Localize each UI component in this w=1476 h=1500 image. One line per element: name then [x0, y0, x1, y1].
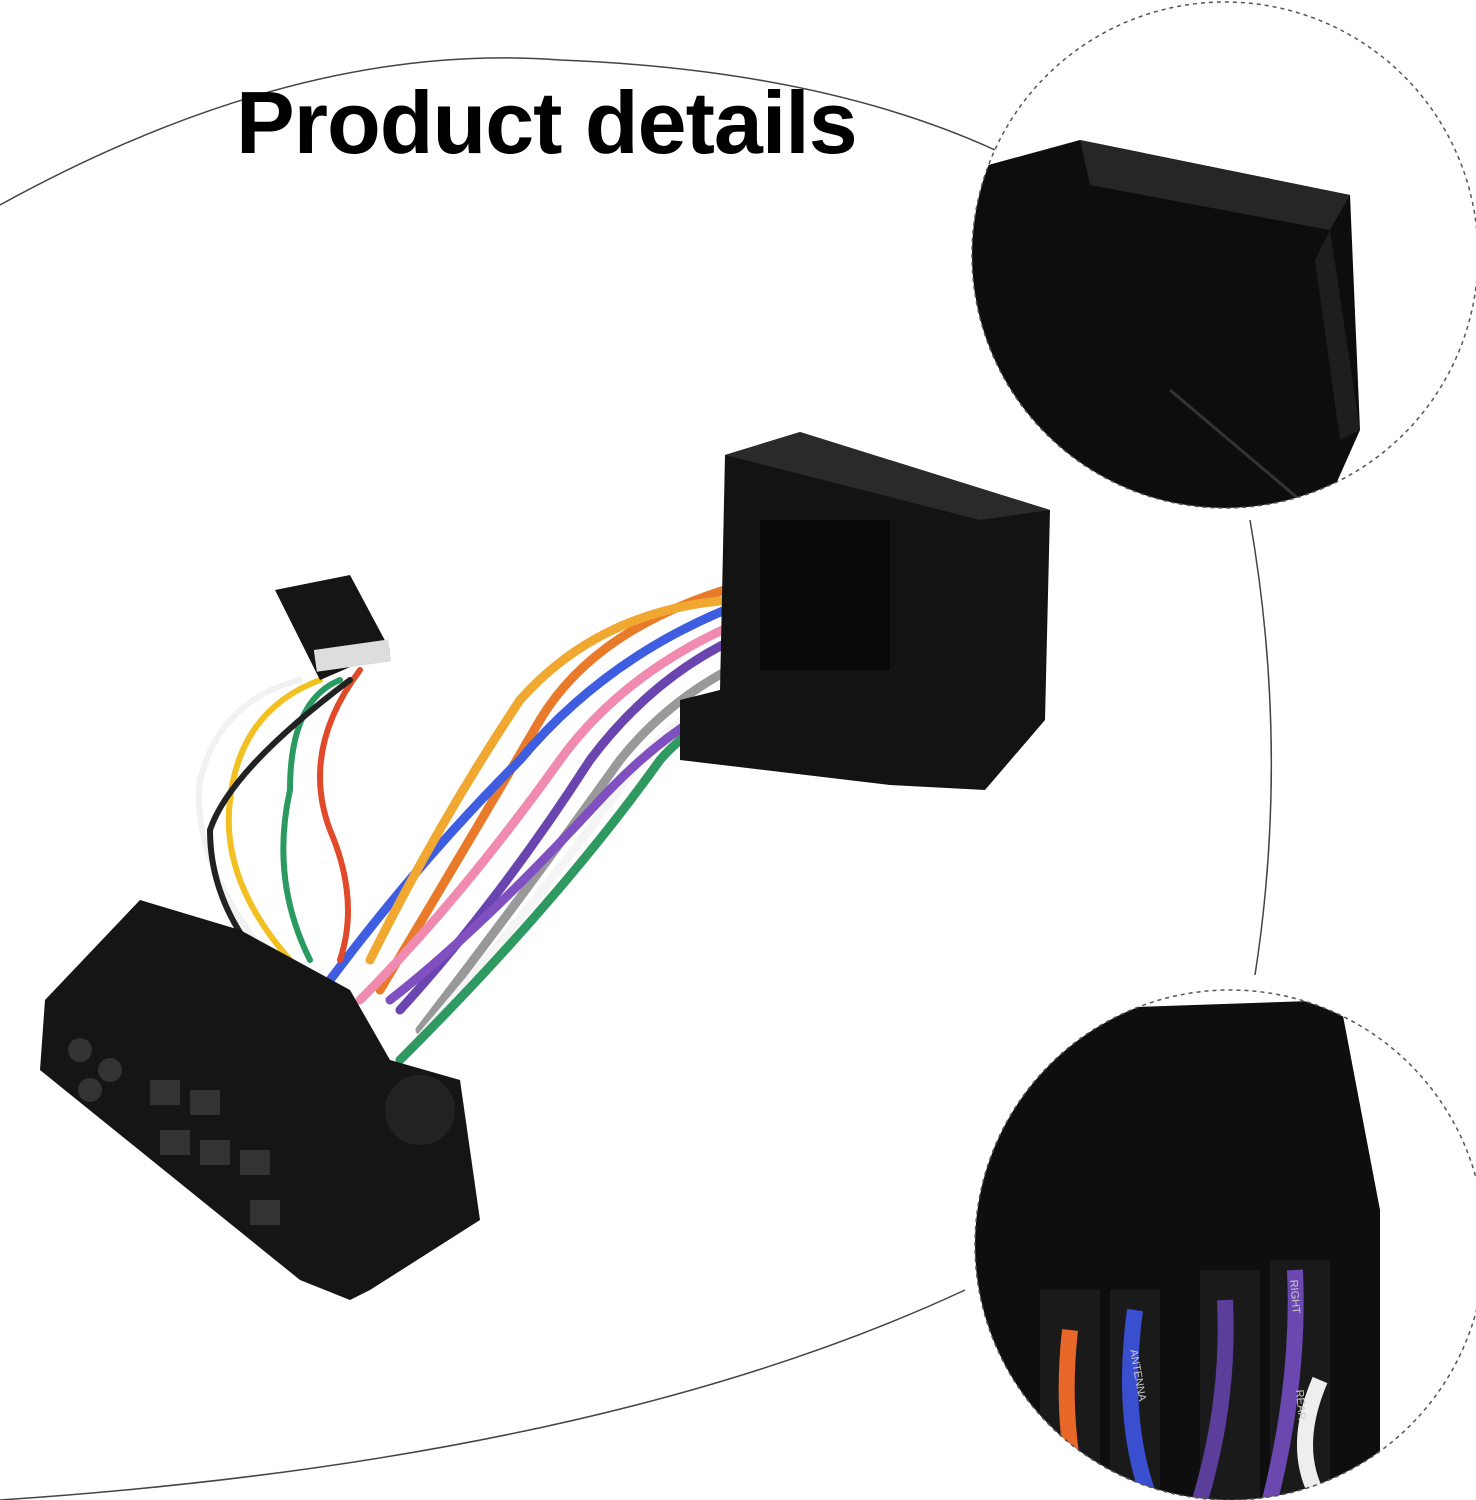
main-circle-outline — [0, 57, 996, 206]
page-title: Product details — [236, 73, 858, 172]
wire-label: RIGHT — [1287, 1279, 1302, 1314]
wiring-harness — [40, 432, 1050, 1300]
wire-label: REAR — [1293, 1389, 1308, 1421]
inset-bottom-closeup: ANTENNA RIGHT REAR — [974, 989, 1476, 1500]
main-circle-outline-right — [1249, 519, 1273, 976]
main-circle-outline-bottom — [0, 1289, 966, 1500]
inset-top-closeup — [971, 1, 1476, 509]
quadlock-connector — [40, 900, 480, 1300]
square-connector — [680, 432, 1050, 790]
